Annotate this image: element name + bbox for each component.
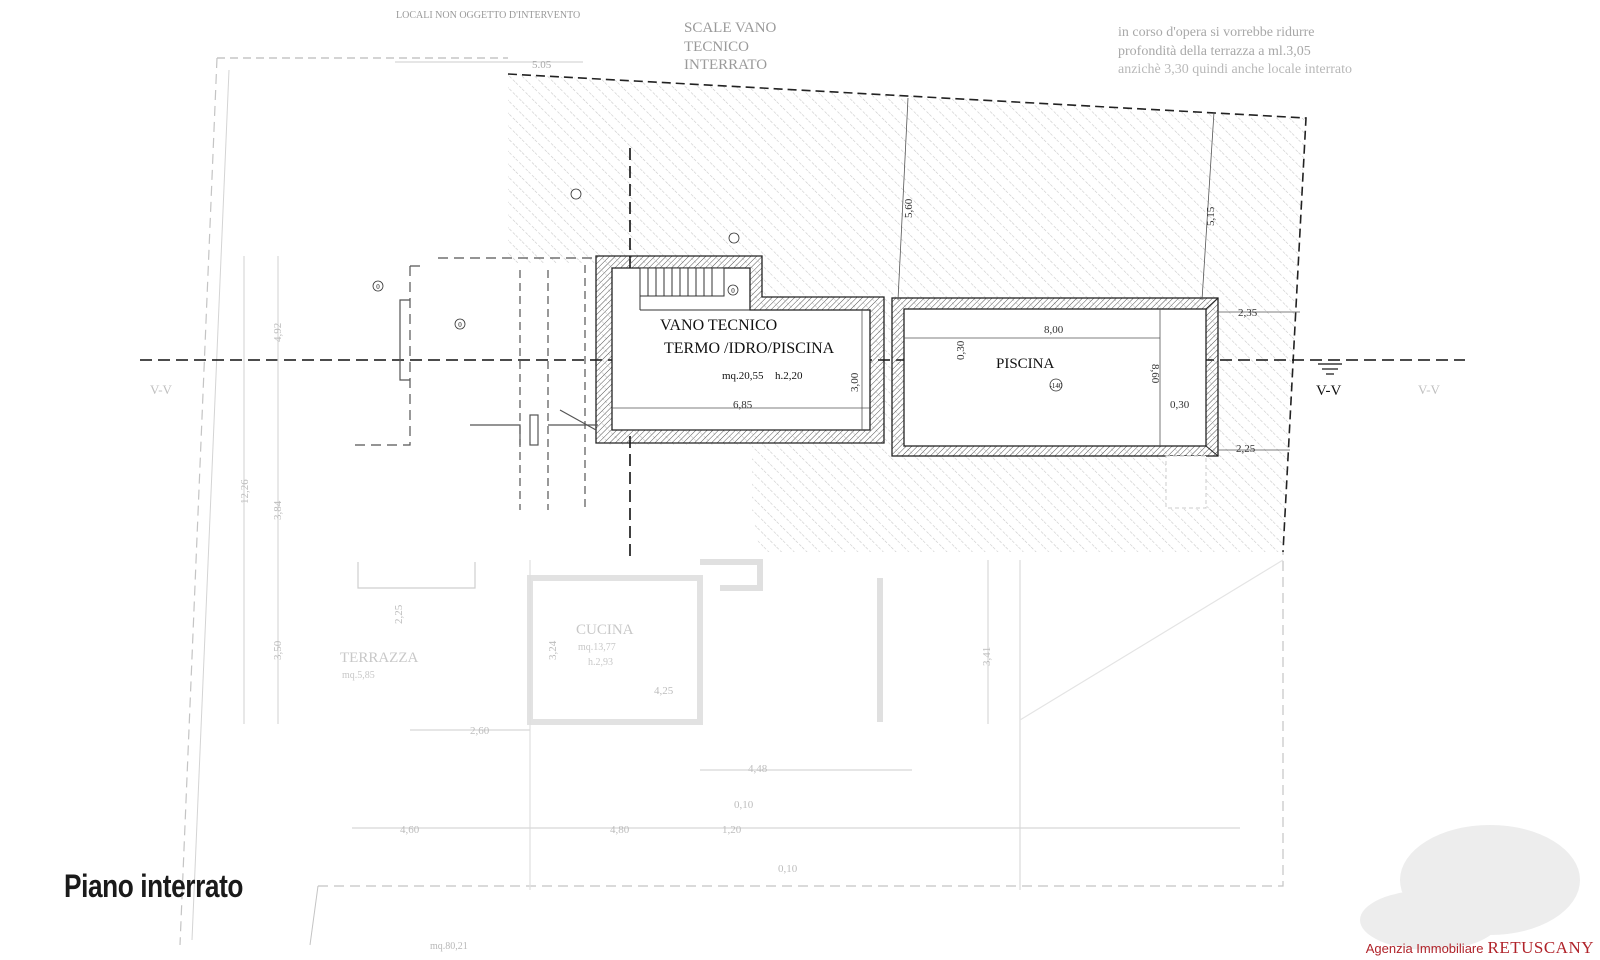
existing-building-outline	[353, 257, 598, 510]
room-bottom-area: mq.80,21	[430, 941, 468, 952]
room-vano-subtitle: TERMO /IDRO/PISCINA	[664, 340, 835, 357]
room-terrazza: TERRAZZA	[340, 650, 418, 666]
dim-225: 2,25	[1236, 443, 1256, 455]
dim-120: 1,20	[722, 824, 742, 836]
dim-505: 5.05	[532, 59, 552, 71]
level-0a: 0	[376, 283, 380, 291]
note-scale-vano-2: TECNICO	[684, 39, 749, 55]
brand-prefix: Agenzia Immobiliare	[1365, 941, 1484, 956]
boundary-bottom	[318, 552, 1284, 887]
dim-384: 3,84	[272, 500, 284, 520]
dim-260: 2,60	[470, 725, 490, 737]
agency-brand: Agenzia Immobiliare RETUSCANY	[1366, 938, 1594, 958]
section-level-marker	[1318, 363, 1342, 375]
section-label-center: V-V	[1316, 383, 1341, 399]
note-corso-3: anzichè 3,30 quindi anche locale interra…	[1118, 62, 1352, 77]
dim-448: 4,48	[748, 763, 768, 775]
room-vano-area: mq.20,55	[722, 370, 764, 382]
section-label-left: V-V	[150, 382, 173, 397]
dim-300: 3,00	[849, 372, 861, 392]
note-locali: LOCALI NON OGGETTO D'INTERVENTO	[396, 10, 580, 21]
dim-560: 5,60	[903, 198, 915, 218]
level-pool: -140	[1050, 382, 1063, 390]
boundary-left-line	[179, 57, 218, 946]
dim-685: 6,85	[733, 399, 753, 411]
room-cucina: CUCINA	[576, 622, 634, 638]
note-scale-vano-1: SCALE VANO	[684, 20, 777, 36]
dim-030a: 0,30	[955, 340, 967, 360]
note-corso-1: in corso d'opera si vorrebbe ridurre	[1118, 25, 1315, 40]
dim-860: 8,60	[1149, 364, 1161, 384]
room-cucina-area: mq.13,77	[578, 642, 616, 653]
dim-492: 4,92	[272, 323, 284, 342]
pool-walls	[891, 297, 1219, 509]
drawing-title: Piano interrato	[64, 868, 244, 904]
room-vano-title: VANO TECNICO	[660, 317, 777, 334]
dimension-lines	[395, 61, 1300, 451]
level-markers	[372, 188, 1063, 392]
dim-1226: 12,26	[239, 479, 251, 504]
dim-324: 3,24	[547, 640, 559, 660]
note-corso-2: profondità della terrazza a ml.3,05	[1118, 44, 1311, 59]
vano-tecnico-walls	[595, 255, 885, 444]
level-0c: 0	[731, 287, 735, 295]
dim-010b: 0,10	[778, 863, 798, 875]
boundary-left-line-2	[191, 69, 230, 941]
section-label-right: V-V	[1418, 382, 1441, 397]
dim-460: 4,60	[400, 824, 420, 836]
dim-350: 3,50	[272, 640, 284, 660]
room-cucina-height: h.2,93	[588, 657, 613, 668]
dim-030b: 0,30	[1170, 399, 1190, 411]
dim-225b: 2,25	[393, 604, 405, 624]
dim-800: 8,00	[1044, 324, 1064, 336]
dim-010a: 0,10	[734, 799, 754, 811]
dim-235: 2,35	[1238, 307, 1258, 319]
dim-341: 3,41	[981, 647, 993, 666]
ground-floor-faint	[243, 256, 1284, 890]
property-boundary-top	[507, 73, 1307, 553]
level-0b: 0	[458, 321, 462, 329]
note-scale-vano-3: INTERRATO	[684, 57, 767, 73]
dim-515: 5,15	[1205, 206, 1217, 226]
brand-name: RETUSCANY	[1487, 938, 1594, 957]
dim-480: 4,80	[610, 824, 630, 836]
dim-425: 4,25	[654, 685, 674, 697]
room-piscina: PISCINA	[996, 356, 1055, 372]
room-vano-height: h.2,20	[775, 370, 803, 382]
watermark-smudge	[1360, 825, 1580, 950]
boundary-bottom-2	[309, 885, 319, 946]
room-terrazza-area: mq.5,85	[342, 670, 375, 681]
